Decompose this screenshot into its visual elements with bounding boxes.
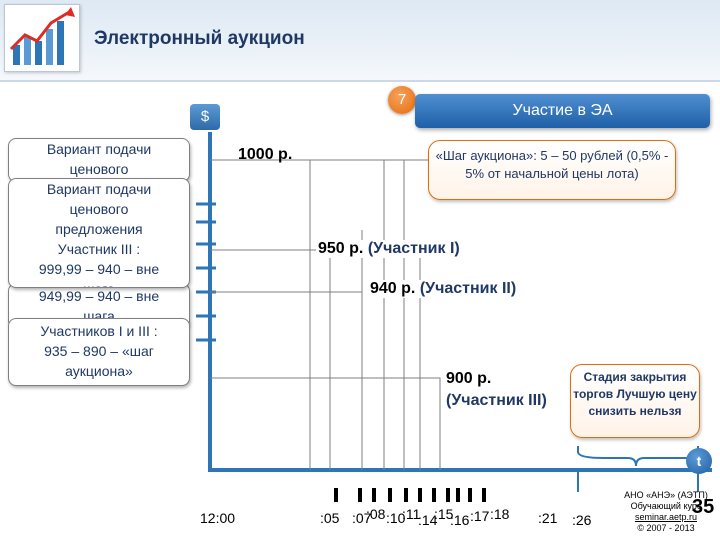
price-axis-ticks: [196, 202, 216, 342]
time-label: :05: [320, 510, 340, 526]
price-label-900: 900 р. (Участник III): [446, 368, 547, 412]
time-label: :16: [450, 512, 470, 528]
currency-badge: $: [190, 104, 220, 130]
time-label: :11: [402, 506, 421, 522]
chart-logo-icon: [4, 4, 80, 72]
footer-credits: АНО «АНЭ» (АЭТП) Обучающий курс seminar.…: [612, 490, 720, 534]
participation-banner: Участие в ЭА: [415, 94, 710, 128]
step-badge: 7: [388, 86, 416, 114]
price-guides: [210, 159, 441, 470]
bid-variant-card-4: Участников I и III : 935 – 890 – «шаг ау…: [8, 318, 190, 386]
auction-step-note: «Шаг аукциона»: 5 – 50 рублей (0,5% - 5%…: [428, 140, 676, 200]
time-label: :14: [418, 512, 438, 528]
price-label-950: 950 р. (Участник I): [316, 240, 462, 258]
time-label: :07: [352, 510, 372, 526]
time-label: :17: [470, 508, 490, 524]
page-title: Электронный аукцион: [94, 28, 305, 49]
time-label: :18: [490, 506, 510, 522]
time-label: :15: [434, 506, 454, 522]
time-axis-label: t: [686, 448, 712, 474]
bid-variant-card-2: Вариант подачи ценового предложения Учас…: [8, 178, 190, 288]
time-label-end: :26: [572, 512, 592, 528]
header-bar: [0, 0, 720, 82]
header-divider: [0, 80, 720, 82]
slide-number: 35: [692, 496, 715, 518]
time-label: :21: [538, 510, 558, 526]
site-link[interactable]: seminar.aetp.ru: [634, 512, 698, 522]
time-label: :08: [366, 506, 386, 522]
price-label-940: 940 р. (Участник II): [368, 280, 519, 298]
closing-bracket: [577, 446, 699, 467]
time-ticks: [334, 488, 486, 502]
time-label-start: 12:00: [200, 510, 236, 526]
closing-stage-note: Стадия закрытия торгов Лучшую цену снизи…: [570, 364, 700, 438]
price-label-1000: 1000 р.: [238, 146, 293, 163]
time-label: :10: [386, 510, 406, 526]
